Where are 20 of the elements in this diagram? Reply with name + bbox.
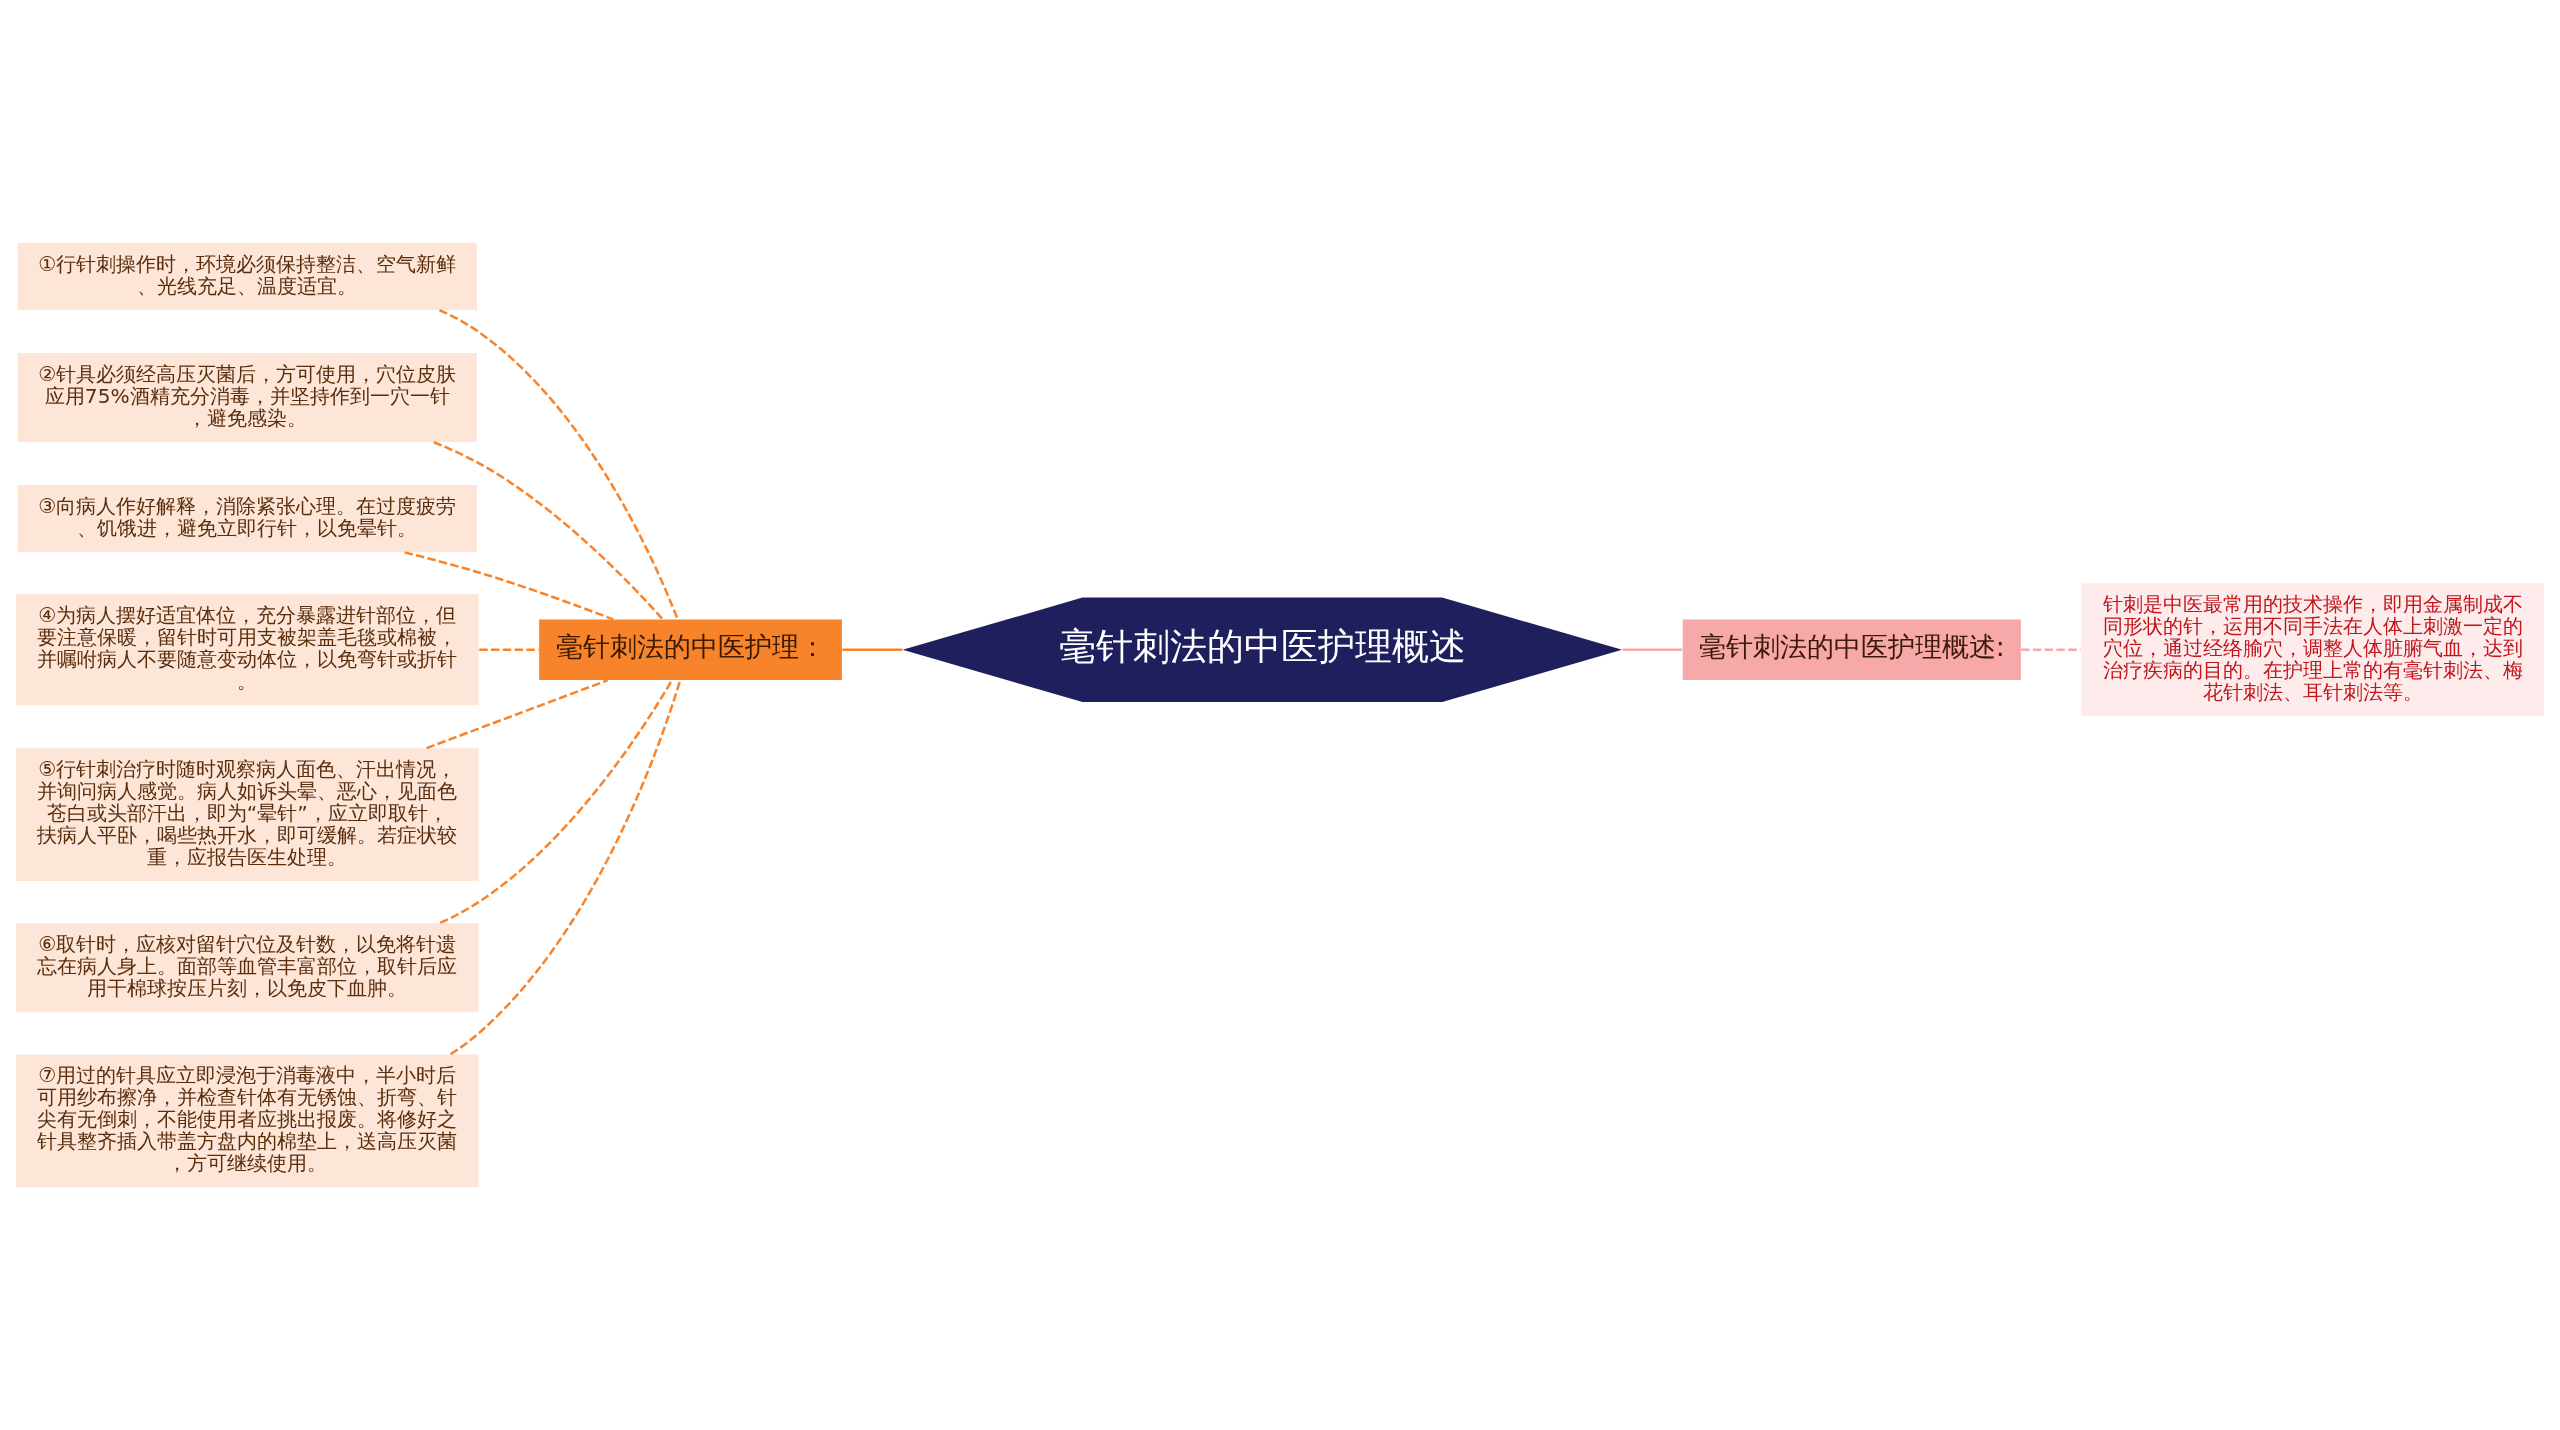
node-box: 毫针刺法的中医护理： [539, 619, 842, 681]
connector [438, 308, 679, 620]
connector [433, 441, 664, 621]
node-box: ④为病人摆好适宜体位，充分暴露进针部位，但要注意保暖，留针时可用支被架盖毛毯或棉被，并嘱咐病人不要随意变动体位，以免弯针或折针。 [16, 594, 479, 706]
node-box: 毫针刺法的中医护理概述: [1682, 619, 2021, 681]
connector [404, 551, 614, 621]
connector [2021, 648, 2081, 652]
connector [1622, 648, 1683, 652]
node-box: ①行针刺操作时，环境必须保持整洁、空气新鲜、光线充足、温度适宜。 [17, 242, 477, 310]
connector [479, 648, 539, 652]
node-box: ③向病人作好解释，消除紧张心理。在过度疲劳、饥饿进，避免立即行针，以免晕针。 [17, 484, 477, 553]
node-box: ②针具必须经高压灭菌后，方可使用，穴位皮肤应用75%酒精充分消毒，并坚持作到一穴一针，避免感染。 [17, 352, 477, 443]
node-box: ⑥取针时，应核对留针穴位及针数，以免将针遗忘在病人身上。面部等血管丰富部位，取针后应用干棉球按压片刻，以免皮下血肿。 [16, 923, 479, 1013]
connector [426, 679, 609, 750]
node-box: 针刺是中医最常用的技术操作，即用金属制成不同形状的针，运用不同手法在人体上刺激一定的穴位，通过经络腧穴，调整人体脏腑气血，达到治疗疾病的目的。在护理上常的有毫针刺法、梅花针刺法、耳针刺法等。 [2081, 583, 2544, 717]
node-box: ⑦用过的针具应立即浸泡于消毒液中，半小时后可用纱布擦净，并检查针体有无锈蚀、折弯、针尖有无倒刺，不能使用者应挑出报废。将修好之针具整齐插入带盖方盘内的棉垫上，送高压灭菌，方可继续使用。 [16, 1054, 479, 1188]
node-box: ⑤行针刺治疗时随时观察病人面色、汗出情况，并询问病人感觉。病人如诉头晕、恶心，见面色苍白或头部汗出，即为“晕针”，应立即取针，扶病人平卧，喝些热开水，即可缓解。若症状较重，应报告医生处理。 [16, 748, 479, 882]
connector [439, 679, 674, 925]
connector [449, 679, 682, 1056]
connector [842, 648, 903, 652]
